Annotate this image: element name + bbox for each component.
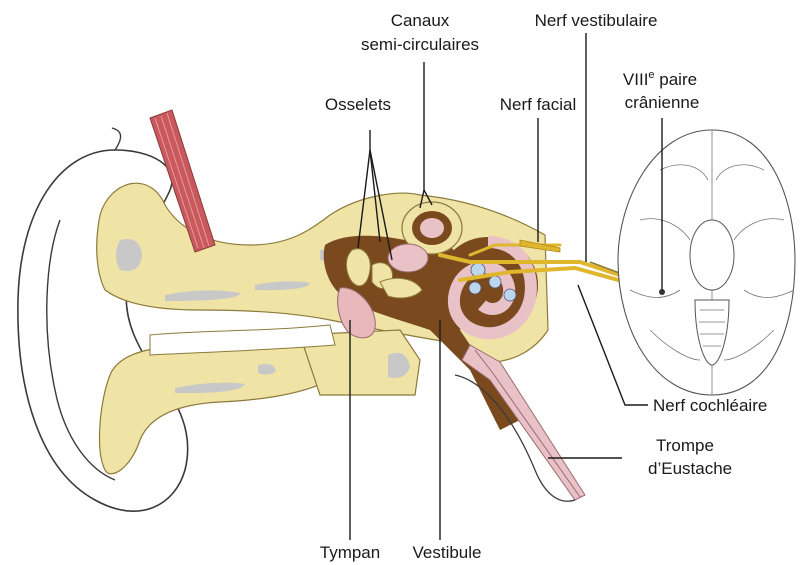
cochlea <box>438 237 538 333</box>
brain-base-view <box>618 130 795 395</box>
label-viii-main: VIII <box>623 70 649 89</box>
label-tympan: Tympan <box>320 543 380 562</box>
label-viii-paire: VIIIe paire <box>623 69 697 89</box>
label-canaux-line1: Canaux <box>391 11 450 30</box>
label-canaux-line2: semi-circulaires <box>361 35 479 54</box>
label-cranienne: crânienne <box>625 93 700 112</box>
label-viii-rest: paire <box>655 70 698 89</box>
label-vestibule: Vestibule <box>413 543 482 562</box>
mastoid-cell <box>116 239 142 271</box>
label-trompe-line1: Trompe <box>656 436 714 455</box>
label-nerf-vestibulaire: Nerf vestibulaire <box>535 11 658 30</box>
label-nerf-cochleaire: Nerf cochléaire <box>653 396 767 415</box>
eustachian-tube <box>455 345 585 501</box>
label-osselets: Osselets <box>325 95 391 114</box>
label-nerf-facial: Nerf facial <box>500 95 577 114</box>
label-trompe-line2: d’Eustache <box>648 459 732 478</box>
